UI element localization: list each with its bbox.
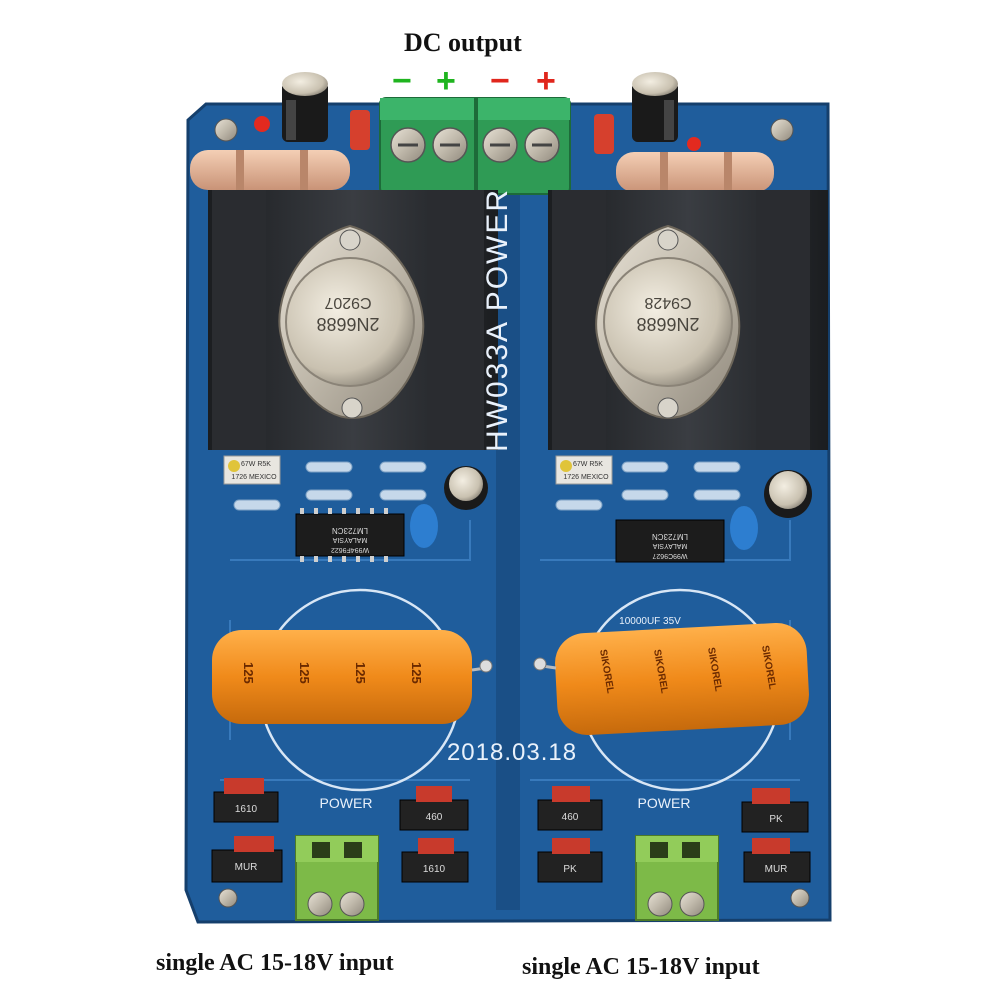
left-transistor-line2: C9207 — [324, 294, 371, 311]
board-date: 2018.03.18 — [447, 739, 577, 766]
right-top-capacitor — [632, 72, 678, 142]
left-big-capacitor — [212, 630, 493, 724]
right-blue-cap — [730, 506, 758, 550]
left-input-caption: single AC 15-18V input — [156, 950, 394, 976]
svg-text:LM723CN: LM723CN — [332, 526, 368, 535]
left-cap-value-2: 125 — [297, 662, 312, 684]
svg-text:MALAYSIA: MALAYSIA — [652, 542, 687, 549]
left-power-resistor — [190, 150, 350, 190]
left-plus-sign: + — [436, 62, 456, 100]
dc-output-title: DC output — [404, 28, 522, 57]
right-small-electrolytic — [764, 470, 812, 518]
left-minus-sign: − — [392, 62, 412, 100]
mounting-screws — [214, 118, 810, 908]
right-diodes: 460 PK PK MUR — [537, 786, 811, 883]
svg-text:67W R5K: 67W R5K — [241, 461, 271, 468]
svg-text:460: 460 — [562, 812, 579, 823]
right-trim-pot: 67W R5K 1726 MEXICO — [555, 455, 613, 485]
small-resistors — [233, 461, 741, 511]
right-led — [687, 137, 701, 151]
right-power-label: POWER — [638, 795, 691, 811]
board-divider — [496, 110, 520, 910]
right-minus-sign: − — [490, 62, 510, 100]
right-transistor-line2: C9428 — [644, 294, 691, 311]
dc-output-terminal-block — [379, 97, 571, 195]
svg-text:MUR: MUR — [765, 864, 788, 875]
right-transistor — [595, 224, 741, 420]
left-transistor — [278, 224, 425, 420]
left-cap-value-1: 125 — [241, 662, 256, 684]
right-ic: LM723CN MALAYSIA W99C9627 — [615, 519, 725, 563]
board-name: HW033A POWER — [481, 188, 514, 452]
right-film-cap — [594, 114, 614, 154]
svg-text:W994F9622: W994F9622 — [331, 546, 369, 553]
left-film-cap — [350, 110, 370, 150]
svg-text:LM723CN: LM723CN — [652, 532, 688, 541]
left-cap-value-4: 125 — [409, 662, 424, 684]
left-diodes: 1610 MUR 460 1610 — [211, 778, 469, 883]
cap-rating: 10000UF 35V — [619, 616, 681, 627]
left-ac-input-terminal — [295, 835, 379, 921]
left-trim-pot: 67W R5K 1726 MEXICO — [223, 455, 281, 485]
svg-text:W99C9627: W99C9627 — [652, 552, 687, 559]
left-cap-value-3: 125 — [353, 662, 368, 684]
svg-text:MUR: MUR — [235, 862, 258, 873]
right-transistor-line1: 2N6688 — [636, 314, 699, 334]
left-blue-cap — [410, 504, 438, 548]
left-small-electrolytic — [444, 466, 488, 510]
svg-text:1726 MEXICO: 1726 MEXICO — [563, 474, 609, 481]
left-transistor-line1: 2N6688 — [316, 314, 379, 334]
right-big-capacitor — [533, 623, 809, 735]
svg-text:1610: 1610 — [235, 804, 258, 815]
svg-text:PK: PK — [563, 864, 577, 875]
svg-text:1726 MEXICO: 1726 MEXICO — [231, 474, 277, 481]
left-top-capacitor — [282, 72, 328, 142]
svg-text:67W R5K: 67W R5K — [573, 461, 603, 468]
left-power-label: POWER — [320, 795, 373, 811]
right-plus-sign: + — [536, 62, 556, 100]
svg-text:PK: PK — [769, 814, 783, 825]
left-ic: LM723CN MALAYSIA W994F9622 — [295, 508, 405, 562]
svg-text:MALAYSIA: MALAYSIA — [332, 536, 367, 543]
right-ac-input-terminal — [635, 835, 719, 921]
right-input-caption: single AC 15-18V input — [522, 954, 760, 980]
svg-text:1610: 1610 — [423, 864, 446, 875]
svg-text:460: 460 — [426, 812, 443, 823]
right-power-resistor — [616, 152, 774, 192]
left-led — [254, 116, 270, 132]
